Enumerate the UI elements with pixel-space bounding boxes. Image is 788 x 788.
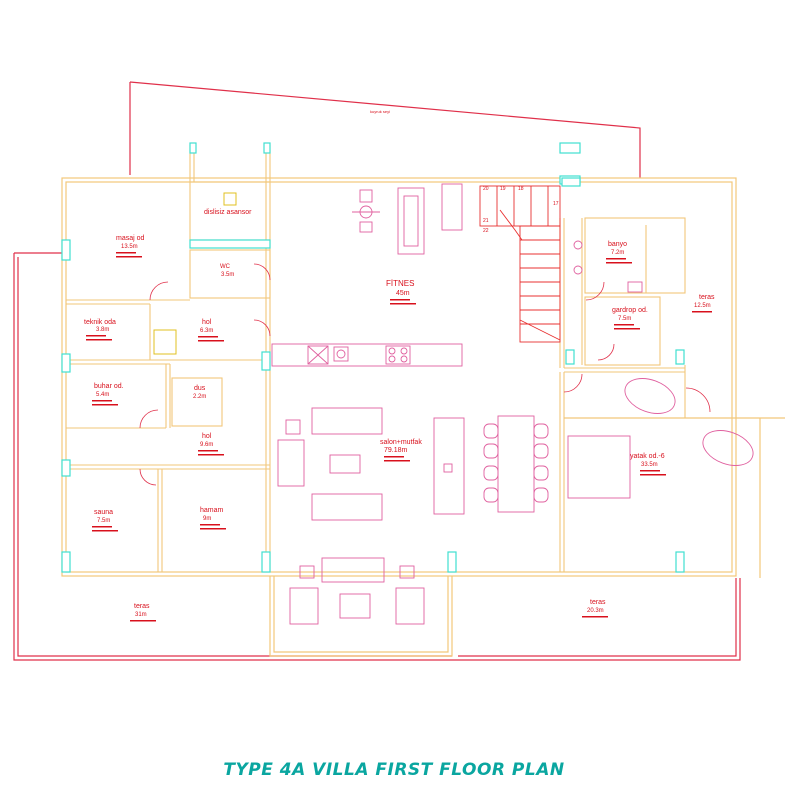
room-area-teras-bl: 31m	[135, 612, 147, 618]
room-area-yatak: 33.5m	[641, 462, 658, 468]
staircase	[479, 185, 561, 343]
room-label-teras-r: teras	[699, 294, 715, 301]
bedroom-furniture	[567, 240, 754, 499]
shaft-marker	[153, 329, 177, 355]
room-label-teras-br: teras	[590, 599, 606, 606]
room-label-buhar: buhar od.	[94, 383, 124, 390]
room-area-hol2: 9.6m	[200, 442, 213, 448]
interior-walls	[66, 145, 686, 572]
room-label-hol1: hol	[202, 319, 212, 326]
room-label-hamam: hamam	[200, 507, 224, 514]
svg-text:18: 18	[518, 186, 524, 192]
roof-label: kuyruk seyi	[370, 109, 390, 114]
room-area-teras-r: 12.5m	[694, 303, 711, 309]
columns	[61, 142, 685, 573]
living-furniture	[277, 407, 549, 625]
svg-text:22: 22	[483, 228, 489, 234]
room-label-sauna: sauna	[94, 509, 113, 516]
room-label-fitnes: FİTNES	[386, 279, 414, 288]
room-label-hol2: hol	[202, 433, 212, 440]
room-area-teras-br: 20.3m	[587, 608, 604, 614]
roof-outline	[129, 81, 641, 178]
exterior-walls	[61, 177, 785, 657]
stair-numbers: 20 19 18 17 21 22	[483, 186, 559, 234]
room-area-hol1: 6.3m	[200, 328, 213, 334]
room-area-wc: 3.5m	[221, 272, 234, 278]
fitness-equipment	[352, 183, 463, 255]
room-area-buhar: 5.4m	[96, 392, 109, 398]
doors	[139, 263, 711, 486]
room-area-banyo: 7.2m	[611, 250, 624, 256]
room-area-hamam: 9m	[203, 516, 211, 522]
room-area-salon: 79.18m	[384, 447, 408, 454]
room-label-asansor: dislisiz asansor	[204, 209, 252, 216]
plan-title: TYPE 4A VILLA FIRST FLOOR PLAN	[223, 760, 565, 780]
annotation-marks	[86, 252, 712, 622]
svg-text:20: 20	[483, 186, 489, 192]
elevator-marker	[223, 192, 237, 206]
room-label-gardrop: gardrop od.	[612, 307, 648, 314]
terrace-outline	[13, 252, 741, 661]
room-label-masaj: masaj od	[116, 235, 145, 242]
room-area-dus: 2.2m	[193, 394, 206, 400]
kitchen-counter	[271, 343, 463, 367]
room-label-yatak: yatak od.-6	[630, 453, 665, 460]
room-label-dus: dus	[194, 385, 206, 392]
svg-text:17: 17	[553, 201, 559, 207]
room-area-teknik: 3.8m	[96, 327, 109, 333]
svg-text:21: 21	[483, 218, 489, 224]
room-label-banyo: banyo	[608, 241, 627, 248]
room-area-fitnes: 45m	[396, 290, 410, 297]
room-area-gardrop: 7.5m	[618, 316, 631, 322]
room-area-sauna: 7.5m	[97, 518, 110, 524]
room-label-wc: WC	[220, 264, 231, 270]
room-label-salon: salon+mutfak	[380, 439, 422, 446]
room-area-masaj: 13.5m	[121, 244, 138, 250]
room-label-teras-bl: teras	[134, 603, 150, 610]
room-labels: masaj od 13.5m dislisiz asansor WC 3.5m …	[84, 209, 715, 618]
room-label-teknik: teknik oda	[84, 319, 116, 326]
svg-text:19: 19	[500, 186, 506, 192]
